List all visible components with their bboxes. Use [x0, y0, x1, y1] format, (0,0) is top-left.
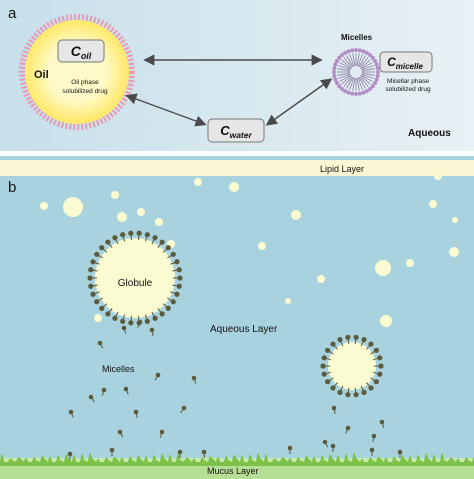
surfactant-molecule [123, 386, 129, 392]
lipid-droplet [452, 217, 458, 223]
lipid-droplet [229, 182, 239, 192]
globule-small [320, 334, 384, 398]
surfactant-molecule [109, 447, 115, 453]
lipid-droplet [375, 260, 391, 276]
free-surfactants [68, 319, 385, 459]
svg-text:Cmicelle: Cmicelle [387, 55, 423, 71]
surfactant-molecule [331, 405, 337, 411]
micelles-label-b: Micelles [102, 364, 135, 374]
lipid-droplet [117, 212, 127, 222]
surfactant-molecule [97, 340, 103, 346]
surfactant-molecule [177, 449, 183, 455]
oil-label: Oil [34, 69, 49, 81]
c-water-symbol: C [220, 123, 230, 138]
lipid-droplet [434, 172, 442, 180]
surfactant-molecule [191, 375, 197, 381]
surfactant-molecule [159, 429, 165, 435]
lipid-droplet [429, 200, 437, 208]
surfactant-molecule [149, 327, 155, 333]
micelles-label-a: Micelles [341, 33, 373, 42]
surfactant-molecule [155, 372, 161, 378]
lipid-droplet [111, 191, 119, 199]
lipid-layer-band [0, 160, 474, 176]
surfactant-molecule [371, 433, 377, 439]
micelle-caption-line-1: Micellar phase [387, 78, 429, 85]
micelle-caption-line-2: solubilized drug [385, 86, 431, 93]
svg-text:Coil: Coil [71, 43, 92, 61]
oil-caption-line-2: solubilized drug [62, 88, 108, 95]
c-oil-subscript: oil [81, 51, 92, 61]
surfactant-molecule [137, 319, 143, 325]
arrow-oil-water [125, 93, 207, 127]
lipid-droplet [285, 298, 291, 304]
surfactant-molecule [121, 325, 127, 331]
surfactant-molecule [133, 409, 139, 415]
surfactant-molecule [287, 445, 293, 451]
lipid-droplet [258, 242, 266, 250]
lipid-droplet [380, 315, 392, 327]
lipid-droplet [406, 259, 414, 267]
globule-label: Globule [118, 278, 153, 289]
lipid-layer-label: Lipid Layer [320, 164, 364, 174]
c-micelle-box: Cmicelle [379, 51, 433, 73]
surfactant-molecule [345, 425, 351, 431]
lipid-droplet [155, 218, 163, 226]
svg-text:Cwater: Cwater [220, 123, 252, 140]
surfactant-molecule [201, 449, 207, 455]
oil-caption-line-1: Oil phase [71, 79, 99, 86]
lipid-droplet [449, 247, 459, 257]
surfactant-molecule [369, 447, 375, 453]
c-oil-box: Coil [57, 39, 105, 63]
lipid-droplet [40, 202, 48, 210]
lipid-droplet [317, 275, 325, 283]
lipid-droplets [40, 172, 459, 327]
aqueous-layer-label: Aqueous Layer [210, 324, 278, 335]
lipid-droplet [63, 197, 83, 217]
surfactant-molecule [397, 449, 403, 455]
surfactant-molecule [181, 405, 187, 411]
panel-a-letter: a [8, 5, 17, 22]
c-water-box: Cwater [207, 118, 265, 143]
micelle-a [332, 48, 380, 96]
aqueous-label: Aqueous [408, 128, 451, 139]
surfactant-molecule [117, 429, 123, 435]
surfactant-molecule [330, 443, 336, 449]
surfactant-molecule [101, 387, 107, 393]
panel-b: Lipid Layer b Globule Aqueous Layer Mice… [0, 156, 474, 479]
lipid-droplet [137, 208, 145, 216]
c-micelle-symbol: C [387, 55, 396, 69]
panel-a: a Oil Coil Oil phase solubilized drug Mi… [0, 0, 474, 151]
panel-b-letter: b [8, 179, 16, 196]
c-water-subscript: water [230, 130, 253, 140]
c-micelle-subscript: micelle [396, 62, 424, 71]
mucus-layer [0, 443, 474, 479]
c-oil-symbol: C [71, 43, 82, 59]
arrow-micelle-water [265, 78, 333, 126]
lipid-droplet [291, 210, 301, 220]
surfactant-molecule [68, 409, 74, 415]
surfactant-molecule [322, 439, 328, 445]
lipid-droplet [194, 178, 202, 186]
surfactant-molecule [379, 419, 385, 425]
surfactant-molecule [67, 451, 73, 457]
mucus-layer-label: Mucus Layer [207, 466, 259, 476]
lipid-droplet [94, 314, 102, 322]
surfactant-molecule [88, 394, 94, 400]
